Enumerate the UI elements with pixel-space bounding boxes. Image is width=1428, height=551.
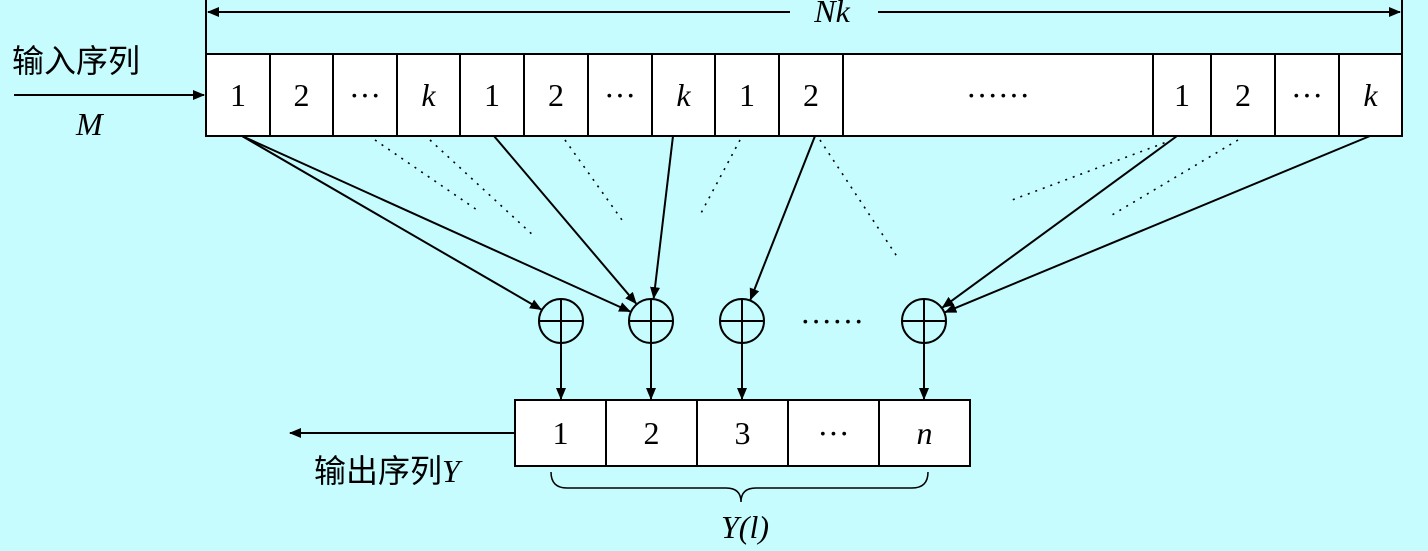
dotted-tap-line (1111, 139, 1239, 216)
register-cell-label: k (421, 77, 436, 113)
dotted-tap-line (819, 139, 899, 259)
xor-adder-icon (719, 298, 765, 344)
register-cell: k (396, 53, 461, 137)
register-cell: ······ (842, 53, 1154, 137)
register-cell: 2 (269, 53, 334, 137)
tap-line (241, 135, 631, 313)
dotted-tap-line (564, 139, 623, 221)
xor-adder-icon (628, 298, 674, 344)
nk-dimension (205, 0, 1403, 54)
output-brace (550, 471, 929, 503)
tap-line (241, 135, 542, 311)
dotted-tap-line (699, 139, 741, 216)
xor-adder-icon (901, 298, 947, 344)
register-cell-label: 2 (803, 77, 819, 113)
output-cell-label: n (917, 415, 933, 451)
input-symbol: M (76, 106, 103, 142)
output-cell-label: ··· (818, 415, 850, 451)
register-cell-label: ······ (966, 77, 1030, 113)
register-cell-label: ··· (349, 77, 381, 113)
output-cell-label: 3 (735, 415, 751, 451)
register-cell: k (651, 53, 716, 137)
register-cell: 2 (778, 53, 844, 137)
register-cell: ··· (332, 53, 398, 137)
register-cell-label: 1 (230, 77, 246, 113)
dotted-tap-line (374, 139, 481, 213)
register-cell: 2 (523, 53, 589, 137)
register-cell: 1 (714, 53, 780, 137)
output-title: 输出序列Y (314, 446, 460, 492)
tap-line (944, 135, 1371, 314)
register-cell-label: 2 (294, 77, 310, 113)
adder-ellipsis: ······ (800, 303, 864, 339)
register-cell: 2 (1210, 53, 1276, 137)
nk-label: Nk (813, 0, 850, 29)
register-cell: 1 (1152, 53, 1212, 137)
dotted-tap-line (1011, 139, 1173, 201)
tap-line (941, 135, 1178, 309)
output-register: 1 2 3 ··· n (514, 399, 971, 467)
register-cell-label: 1 (739, 77, 755, 113)
output-symbol: Y (442, 453, 460, 489)
register-cell-label: k (676, 77, 691, 113)
register-cell-label: 2 (1235, 77, 1251, 113)
tap-line (493, 135, 637, 305)
dotted-tap-line (429, 139, 536, 238)
tap-line (650, 135, 674, 300)
register-cell: k (1338, 53, 1403, 137)
output-cell-label: 2 (644, 415, 660, 451)
input-title: 输入序列 (12, 43, 141, 79)
modulo2-adders (538, 298, 947, 400)
register-cell: ··· (1274, 53, 1340, 137)
output-cell: n (878, 399, 971, 467)
output-group-label: Y(l) (721, 509, 769, 545)
output-cell: 3 (696, 399, 789, 467)
tap-connections (241, 135, 1371, 314)
register-cell-label: 1 (484, 77, 500, 113)
register-cell: 1 (459, 53, 525, 137)
dotted-connections (374, 139, 1239, 259)
output-cell-label: 1 (553, 415, 569, 451)
register-cell-label: ··· (1291, 77, 1323, 113)
output-cell: 2 (605, 399, 698, 467)
register-cell-label: ··· (604, 77, 636, 113)
register-cell-label: 1 (1174, 77, 1190, 113)
shift-register: 1 2 ··· k 1 2 ··· k 1 2 ······ 1 2 ··· k (205, 53, 1403, 137)
xor-adder-icon (538, 298, 584, 344)
register-cell: ··· (587, 53, 653, 137)
register-cell-label: 2 (548, 77, 564, 113)
output-cell: 1 (514, 399, 607, 467)
output-cell: ··· (787, 399, 880, 467)
register-cell: 1 (205, 53, 271, 137)
output-title-text: 输出序列 (314, 453, 443, 489)
tap-line (749, 135, 816, 301)
register-cell-label: k (1363, 77, 1378, 113)
